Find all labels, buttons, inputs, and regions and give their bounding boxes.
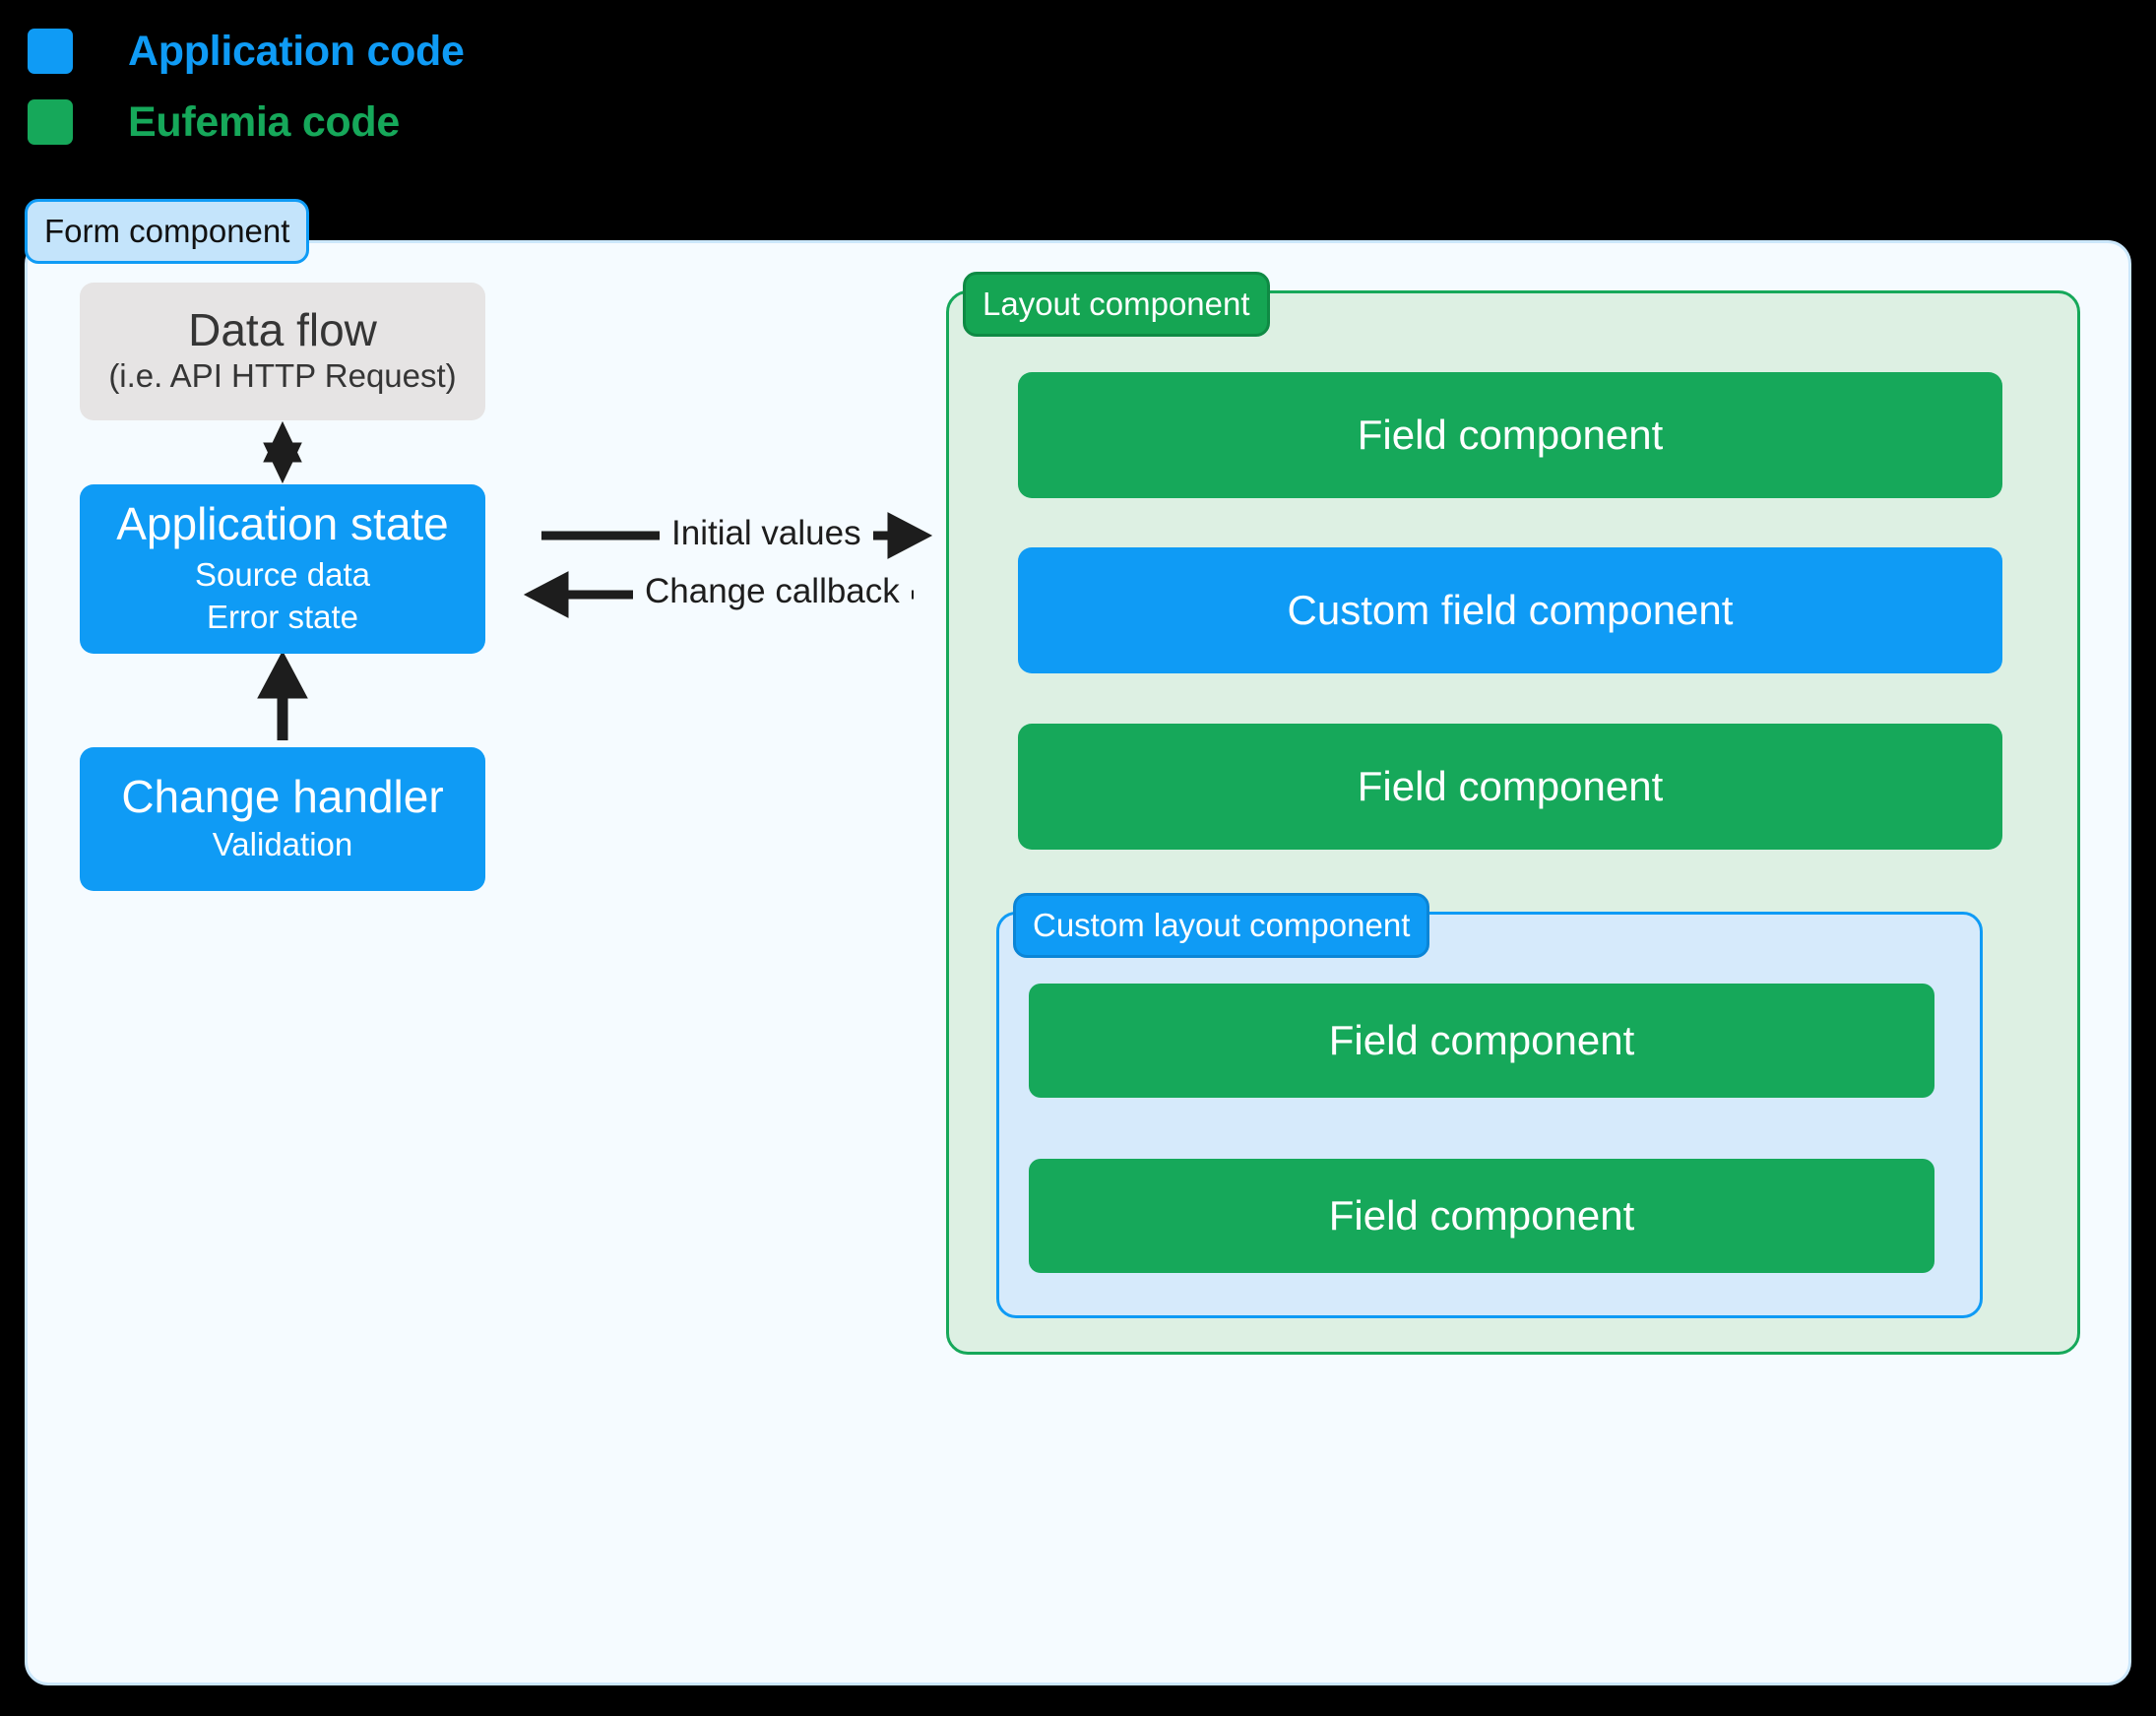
flow-label-initial-values: Initial values — [660, 514, 873, 553]
field-component-label: Field component — [1357, 412, 1664, 458]
legend-label-eufemia-code: Eufemia code — [128, 97, 400, 146]
layout-component-group: Layout component Field component Custom … — [946, 272, 2080, 1355]
node-application-state-title: Application state — [116, 498, 449, 550]
legend-label-application-code: Application code — [128, 27, 465, 75]
custom-field-component-box: Custom field component — [1018, 547, 2002, 673]
custom-layout-component-badge: Custom layout component — [1013, 893, 1430, 958]
node-change-handler: Change handler Validation — [80, 747, 485, 891]
node-data-flow-subtitle: (i.e. API HTTP Request) — [108, 357, 457, 395]
legend-swatch-eufemia-code — [28, 99, 73, 145]
legend-item-eufemia-code: Eufemia code — [28, 87, 914, 158]
layout-component-badge: Layout component — [963, 272, 1270, 337]
flow-label-change-callback: Change callback — [633, 572, 912, 611]
node-data-flow-title: Data flow — [188, 303, 377, 355]
node-data-flow: Data flow (i.e. API HTTP Request) — [80, 283, 485, 420]
node-application-state-sub-source-data: Source data — [195, 555, 370, 593]
field-component-box: Field component — [1018, 724, 2002, 850]
field-component-box: Field component — [1029, 984, 1934, 1098]
field-component-box: Field component — [1018, 372, 2002, 498]
node-application-state: Application state Source data Error stat… — [80, 484, 485, 654]
layout-component-panel: Field component Custom field component F… — [946, 290, 2080, 1355]
arrow-changehandler-appstate — [257, 650, 308, 740]
form-component-group: Form component — [25, 199, 2131, 1685]
legend-item-application-code: Application code — [28, 16, 914, 87]
field-component-label: Field component — [1357, 763, 1664, 809]
node-change-handler-title: Change handler — [121, 770, 444, 822]
node-change-handler-sub-validation: Validation — [212, 826, 353, 863]
legend: Application code Eufemia code — [28, 16, 914, 158]
node-application-state-sub-error-state: Error state — [206, 598, 359, 635]
legend-swatch-application-code — [28, 29, 73, 74]
field-component-label: Field component — [1328, 1192, 1635, 1239]
arrow-dataflow-appstate — [263, 420, 302, 484]
form-component-badge: Form component — [25, 199, 310, 264]
custom-layout-component-group: Custom layout component Field component … — [996, 893, 1983, 1318]
form-component-panel: Initial values Change callback Data flow… — [25, 240, 2131, 1685]
field-component-box: Field component — [1029, 1159, 1934, 1273]
custom-layout-component-panel: Field component Field component — [996, 912, 1983, 1318]
field-component-label: Field component — [1328, 1017, 1635, 1063]
custom-field-component-label: Custom field component — [1287, 587, 1734, 633]
